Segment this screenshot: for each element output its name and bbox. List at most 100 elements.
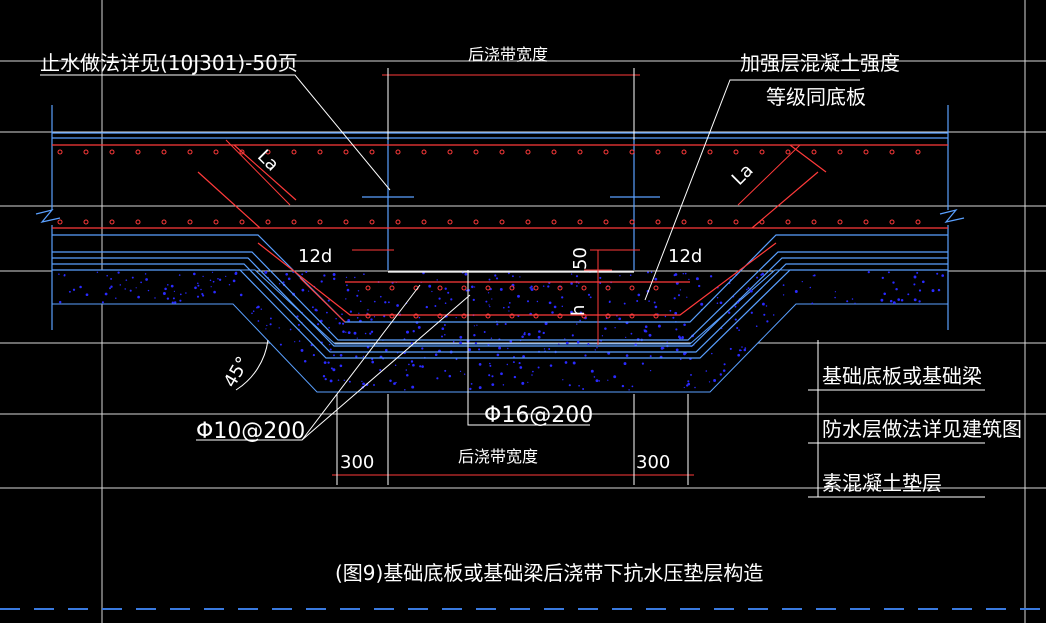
aggregate-dot [698, 284, 701, 288]
aggregate-dot [345, 331, 347, 333]
aggregate-dot [649, 369, 652, 372]
rebar-section-dot [447, 149, 453, 155]
aggregate-dot [719, 301, 723, 305]
aggregate-dot [587, 293, 591, 296]
aggregate-dot [607, 379, 609, 381]
rebar-section-dot [733, 149, 739, 155]
rebar-section-dot [389, 285, 395, 291]
aggregate-dot [297, 323, 300, 326]
aggregate-dot [537, 366, 540, 369]
aggregate-dot [834, 291, 837, 293]
aggregate-dot [488, 304, 490, 306]
rebar-section-dot [109, 149, 115, 155]
aggregate-dot [653, 301, 656, 304]
aggregate-dot [941, 274, 945, 277]
aggregate-dot [524, 331, 526, 334]
aggregate-dot [185, 292, 187, 294]
aggregate-dot [527, 381, 529, 383]
aggregate-dot [419, 365, 422, 368]
aggregate-dot [811, 302, 814, 305]
aggregate-dot [907, 293, 910, 296]
legend-slab-label: 基础底板或基础梁 [822, 364, 982, 388]
aggregate-dot [106, 274, 108, 277]
aggregate-dot [684, 272, 687, 275]
aggregate-dot [643, 329, 645, 331]
aggregate-dot [339, 353, 343, 357]
aggregate-dot [664, 315, 667, 318]
aggregate-dot [406, 373, 409, 377]
aggregate-dot [542, 285, 545, 287]
aggregate-dot [355, 355, 358, 358]
rebar-section-dot [369, 149, 375, 155]
rebar-section-dot [629, 219, 635, 225]
lap-right-label: La [728, 160, 758, 190]
aggregate-dot [509, 340, 513, 343]
rebar-section-dot [291, 219, 297, 225]
aggregate-dot [813, 274, 816, 277]
aggregate-dot [892, 281, 895, 284]
rebar-section-dot [915, 219, 921, 225]
aggregate-dot [412, 330, 415, 333]
aggregate-dot [329, 379, 333, 383]
rebar-section-dot [863, 219, 869, 225]
dim-300-left-label: 300 [340, 452, 374, 473]
aggregate-dot [675, 328, 678, 331]
rebar-section-dot [551, 219, 557, 225]
rebar-section-dot [811, 219, 817, 225]
aggregate-dot [625, 354, 629, 357]
aggregate-dot [257, 320, 260, 322]
aggregate-dot [561, 305, 564, 308]
aggregate-dot [110, 285, 113, 288]
aggregate-dot [418, 316, 421, 319]
aggregate-dot [549, 364, 553, 367]
aggregate-dot [734, 318, 737, 321]
aggregate-dot [472, 298, 475, 302]
angle-label: 45° [220, 353, 254, 391]
rebar-section-dot [629, 149, 635, 155]
dim-50-label: 50 [570, 247, 591, 270]
aggregate-dot [311, 306, 314, 309]
concrete-cushion [51, 269, 949, 393]
aggregate-dot [564, 361, 568, 364]
aggregate-dot [345, 298, 347, 300]
rebar-section-dot [343, 149, 349, 155]
rebar-section-dot [915, 149, 921, 155]
aggregate-dot [596, 347, 598, 349]
rebar-section-dot [437, 285, 443, 291]
aggregate-dot [895, 287, 898, 291]
aggregate-dot [104, 292, 108, 296]
aggregate-dot [636, 300, 639, 302]
rebar-section-dot [365, 313, 371, 319]
aggregate-dot [431, 290, 433, 293]
aggregate-dot [300, 348, 304, 352]
aggregate-dot [683, 323, 686, 327]
aggregate-dot [576, 323, 578, 325]
aggregate-dot [393, 382, 396, 385]
legend-waterproof-label: 防水层做法详见建筑图 [822, 417, 1022, 441]
aggregate-dot [379, 295, 382, 298]
aggregate-dot [931, 289, 935, 293]
aggregate-dot [488, 278, 491, 281]
aggregate-dot [470, 285, 474, 289]
aggregate-dot [312, 354, 315, 357]
aggregate-dot [649, 355, 652, 358]
aggregate-dot [444, 334, 446, 336]
aggregate-dot [508, 310, 510, 312]
aggregate-dot [794, 290, 798, 293]
aggregate-dot [164, 287, 167, 291]
aggregate-dot [109, 287, 111, 290]
aggregate-dot [333, 354, 335, 357]
aggregate-dot [342, 322, 345, 325]
aggregate-dot [228, 283, 231, 286]
aggregate-dot [329, 348, 332, 351]
aggregate-dot [371, 360, 375, 364]
aggregate-dot [834, 296, 836, 299]
rebar-section-dot [421, 149, 427, 155]
aggregate-dot [129, 289, 132, 292]
aggregate-dot [371, 358, 374, 361]
aggregate-dot [542, 331, 545, 334]
rebar-section-dot [447, 219, 453, 225]
aggregate-dot [521, 381, 525, 385]
rebar-section-dot [365, 285, 371, 291]
aggregate-dot [728, 311, 731, 314]
